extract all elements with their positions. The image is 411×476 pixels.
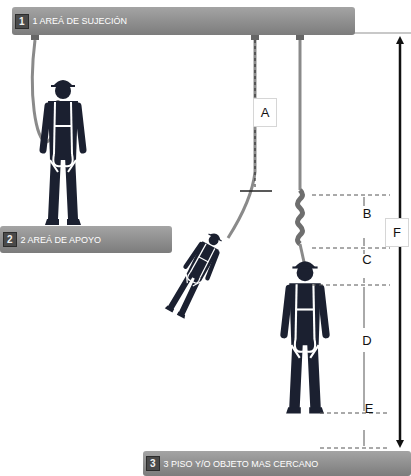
dimension-letter: E xyxy=(365,401,374,416)
area-label: 3 PISO Y/O OBJETO MAS CERCANO xyxy=(164,459,319,469)
area-label: 2 AREÁ DE APOYO xyxy=(21,235,102,245)
area-band: 1 1 AREÁ DE SUJECIÓN xyxy=(12,7,355,35)
dimension-letter: B xyxy=(363,206,372,221)
dimension-letter: D xyxy=(362,333,371,348)
area-number: 2 xyxy=(3,232,17,247)
area-number: 3 xyxy=(146,456,160,471)
area-band: 2 2 AREÁ DE APOYO xyxy=(0,226,172,253)
dimension-letter: A xyxy=(253,98,278,127)
area-number: 1 xyxy=(15,14,29,29)
dimension-letter: F xyxy=(385,218,409,247)
dimension-letter: C xyxy=(362,252,371,267)
area-label: 1 AREÁ DE SUJECIÓN xyxy=(33,16,128,26)
area-band: 3 3 PISO Y/O OBJETO MAS CERCANO xyxy=(143,451,411,476)
